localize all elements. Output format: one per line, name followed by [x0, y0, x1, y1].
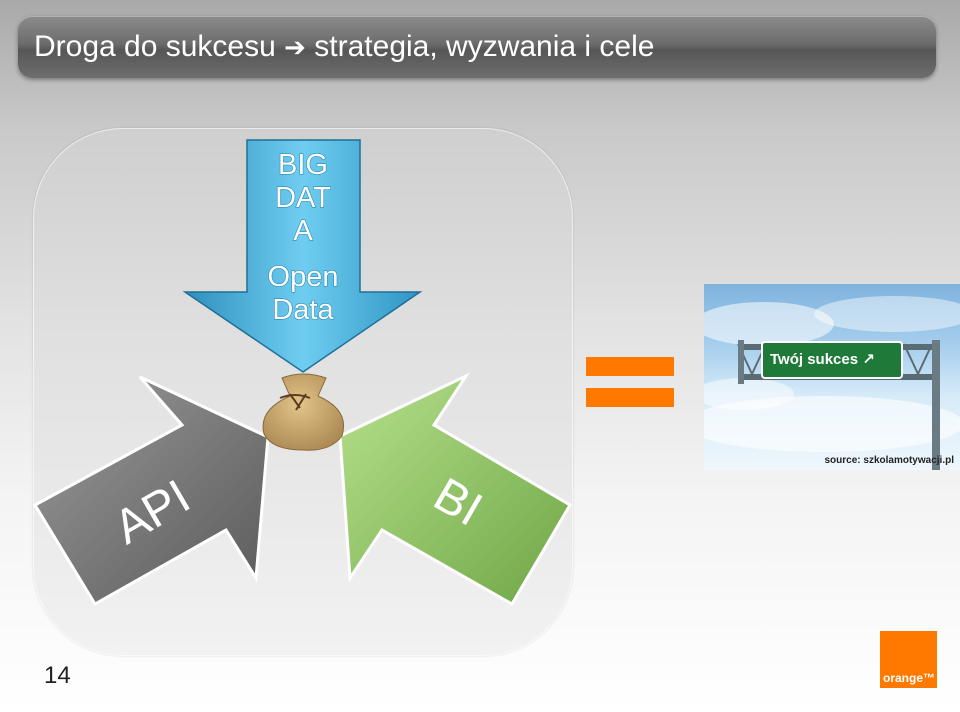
- title-right: strategia, wyzwania i cele: [314, 30, 655, 63]
- top-arrow-line3: A: [293, 215, 313, 247]
- logo-text: orange™: [883, 671, 936, 685]
- equals-bar-top: [586, 357, 674, 376]
- title-bar: Droga do sukcesu ➔ strategia, wyzwania i…: [18, 16, 936, 78]
- top-arrow-line5: Data: [272, 294, 334, 326]
- page-title: Droga do sukcesu ➔ strategia, wyzwania i…: [34, 30, 654, 65]
- top-arrow-line4: Open: [268, 261, 339, 293]
- page-number: 14: [44, 662, 71, 689]
- photo-source: source: szkolamotywacji.pl: [824, 455, 955, 466]
- right-arrow-icon: ➔: [284, 33, 306, 63]
- sign-label: Twój sukces ↗: [770, 350, 875, 368]
- bi-arrow: [338, 372, 573, 607]
- title-left: Droga do sukcesu: [34, 30, 276, 63]
- equals-bar-bottom: [586, 388, 674, 407]
- big-data-arrow: [182, 139, 423, 373]
- success-sign-photo: Twój sukces ↗ source: szkolamotywacji.pl: [704, 284, 960, 470]
- orange-logo: orange™: [880, 631, 937, 688]
- top-arrow-line2: DAT: [275, 182, 331, 214]
- money-bag-icon: [262, 373, 344, 451]
- arrow-up-right-icon: ↗: [862, 350, 875, 368]
- sky-and-sign-graphic: [704, 296, 960, 470]
- sign-text: Twój sukces: [770, 351, 859, 368]
- api-arrow: [32, 375, 270, 607]
- top-arrow-line1: BIG: [278, 149, 328, 181]
